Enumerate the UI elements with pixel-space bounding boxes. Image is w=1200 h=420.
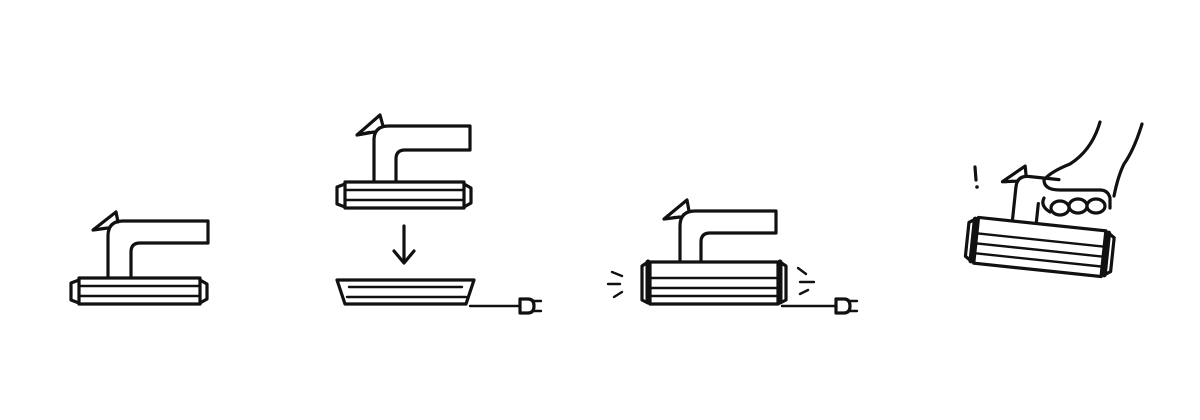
step-2-handle	[355, 113, 472, 182]
hand-icon	[1041, 120, 1144, 217]
step-1-appliance	[69, 210, 210, 306]
step-3-handle	[662, 198, 778, 262]
step-4-appliance	[963, 164, 1116, 279]
alert-mark-icon	[973, 165, 979, 189]
vibration-right-icon	[796, 266, 816, 296]
step-1-handle	[91, 210, 210, 278]
step-4-handle	[1000, 164, 1061, 224]
step-1-body-bar	[69, 276, 209, 306]
down-arrow-icon	[392, 224, 416, 265]
vibration-left-icon	[606, 270, 624, 299]
step-2-power-plug-icon	[468, 297, 543, 315]
step-2-upper-body	[335, 180, 473, 210]
step-3-body	[640, 259, 788, 306]
step-2-base-tray	[335, 278, 476, 306]
step-2-appliance	[335, 113, 543, 315]
step-4-body	[963, 215, 1116, 279]
step-3-appliance	[606, 198, 859, 315]
step-3-power-plug-icon	[780, 297, 859, 315]
